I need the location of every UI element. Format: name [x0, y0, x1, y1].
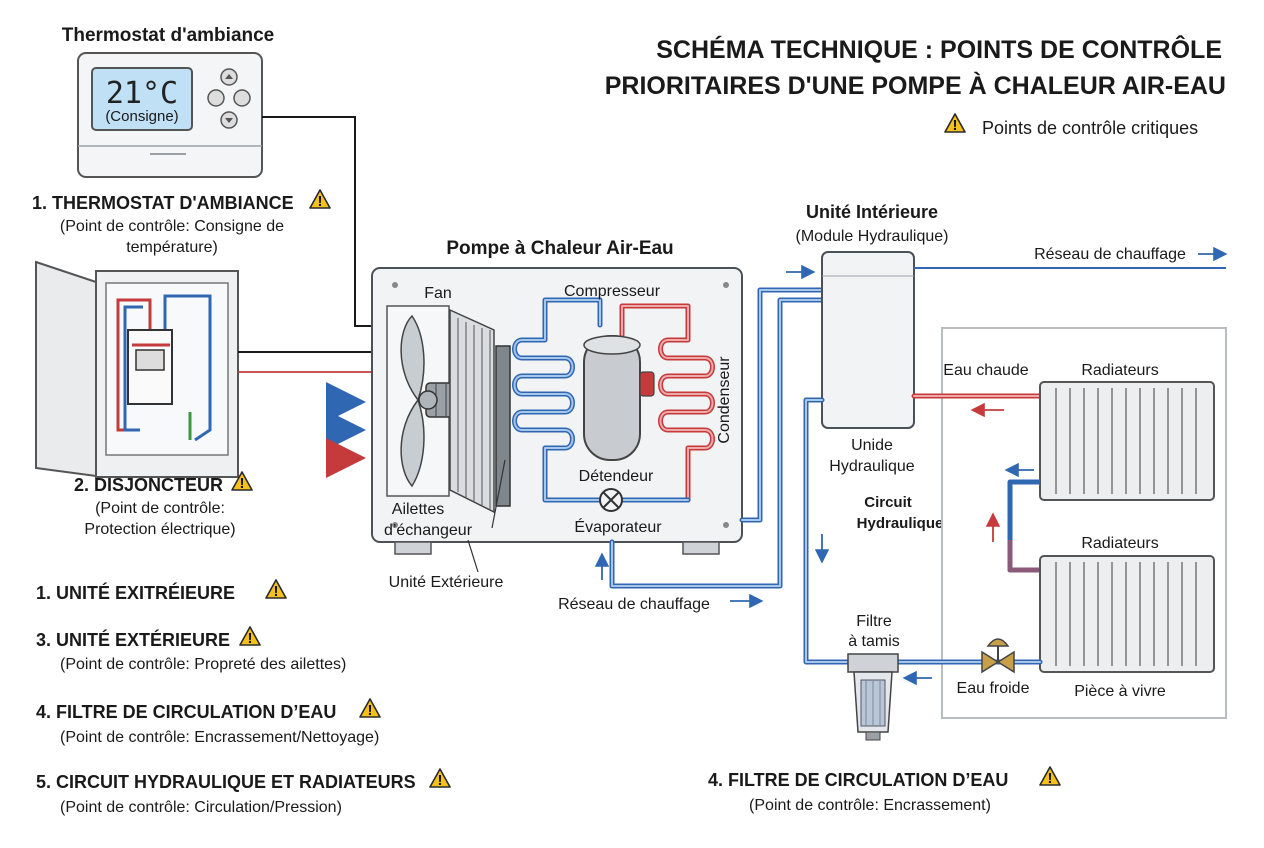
thermostat-check: 1. THERMOSTAT D'AMBIANCE (Point de contr… [32, 189, 331, 256]
expansion-valve [599, 488, 623, 512]
breaker-check-desc-2: Protection électrique) [84, 521, 235, 538]
filter-check-title: 4. FILTRE DE CIRCULATION D’EAU [708, 770, 1008, 790]
evaporator-coil [512, 297, 603, 503]
warning-icon [429, 768, 451, 790]
breaker-check-desc-1: (Point de contrôle: [95, 500, 225, 517]
indoor-network-label: Réseau de chauffage [1034, 246, 1186, 263]
outdoor-unit-label: Unité Extérieure [389, 574, 504, 591]
list-item-title: 4. FILTRE DE CIRCULATION D’EAU [36, 702, 336, 722]
thermostat-left-button[interactable] [207, 89, 225, 107]
filter [847, 653, 899, 741]
warning-icon [944, 113, 966, 135]
legend: Points de contrôle critiques [944, 113, 1198, 138]
thermostat-setpoint: (Consigne) [105, 108, 178, 125]
thermostat-right-button[interactable] [233, 89, 251, 107]
fan-label: Fan [424, 285, 452, 302]
filter-label-2: à tamis [848, 633, 900, 650]
check-list: 1. UNITÉ EXITRÉIEURE 3. UNITÉ EXTÉRIEURE… [36, 579, 451, 816]
warning-icon [1039, 766, 1061, 788]
outdoor-network-label: Réseau de chauffage [558, 596, 710, 613]
expansion-label: Détendeur [579, 468, 654, 485]
hot-water-label: Eau chaude [943, 362, 1029, 379]
list-item-title: 3. UNITÉ EXTÉRIEURE [36, 629, 230, 650]
legend-label: Points de contrôle critiques [982, 118, 1198, 138]
indoor-unit [821, 251, 915, 429]
list-item-title: 1. UNITÉ EXITRÉIEURE [36, 582, 235, 603]
radiator-bottom [1039, 555, 1215, 673]
thermostat-check-desc-1: (Point de contrôle: Consigne de [60, 218, 284, 235]
indoor-unit-sub: (Module Hydraulique) [796, 228, 949, 245]
fins-label-2: d’échangeur [384, 522, 473, 539]
warning-icon [359, 698, 381, 720]
thermostat-wire [262, 116, 372, 327]
filter-check-desc: (Point de contrôle: Encrassement) [749, 797, 991, 814]
warning-icon [309, 189, 331, 211]
outdoor-unit: Fan Ailettes d’échangeur [371, 267, 743, 555]
warning-icon [239, 626, 261, 648]
circuit-label-2: Hydraulique [857, 515, 944, 532]
breaker-check: 2. DISJONCTEUR (Point de contrôle: Prote… [74, 471, 253, 538]
list-item-desc: (Point de contrôle: Encrassement/Nettoya… [60, 729, 379, 746]
thermostat-display [91, 67, 193, 131]
indoor-unit-label-1: Unide [851, 437, 893, 454]
breaker-check-title: 2. DISJONCTEUR [74, 475, 223, 495]
cold-water-label: Eau froide [957, 680, 1030, 697]
condenser-label: Condenseur [716, 356, 733, 444]
exchanger-fins [449, 308, 511, 514]
return-to-filter-pipe [803, 397, 851, 665]
circuit-label-1: Circuit [864, 494, 912, 511]
title-line-1: SCHÉMA TECHNIQUE : POINTS DE CONTRÔLE [656, 34, 1222, 64]
room-label: Pièce à vivre [1074, 683, 1166, 700]
radiator-top [1039, 381, 1215, 501]
evaporator-label: Évaporateur [574, 517, 662, 536]
thermostat-temperature: 21°C [106, 76, 178, 111]
filter-check: 4. FILTRE DE CIRCULATION D’EAU (Point de… [708, 766, 1061, 814]
compressor-label: Compresseur [564, 283, 661, 300]
compressor [583, 335, 655, 461]
thermostat: 21°C (Consigne) [77, 52, 263, 178]
valve[interactable] [981, 638, 1015, 674]
list-item-desc: (Point de contrôle: Propreté des ailette… [60, 656, 346, 673]
radiator-bottom-label: Radiateurs [1081, 535, 1158, 552]
warning-icon [265, 579, 287, 601]
breaker-panel [35, 260, 239, 478]
condenser-coil [619, 303, 715, 503]
panel-door [35, 260, 97, 478]
thermostat-check-desc-2: température) [126, 239, 218, 256]
radiator-link-pipe [1007, 479, 1040, 573]
thermostat-check-title: 1. THERMOSTAT D'AMBIANCE [32, 193, 294, 213]
title-line-2: PRIORITAIRES D'UNE POMPE À CHALEUR AIR-E… [605, 71, 1226, 100]
fins-label-1: Ailettes [392, 501, 444, 518]
air-inlet-arrows [326, 382, 366, 478]
indoor-unit-header: Unité Intérieure [806, 202, 938, 222]
indoor-unit-label-2: Hydraulique [829, 458, 914, 475]
thermostat-header: Thermostat d'ambiance [62, 25, 275, 46]
filter-label-1: Filtre [856, 613, 892, 630]
outdoor-unit-header: Pompe à Chaleur Air-Eau [446, 238, 673, 259]
room-boundary [941, 327, 1227, 719]
list-item-title: 5. CIRCUIT HYDRAULIQUE ET RADIATEURS [36, 772, 416, 792]
list-item-desc: (Point de contrôle: Circulation/Pression… [60, 799, 342, 816]
radiator-top-label: Radiateurs [1081, 362, 1158, 379]
